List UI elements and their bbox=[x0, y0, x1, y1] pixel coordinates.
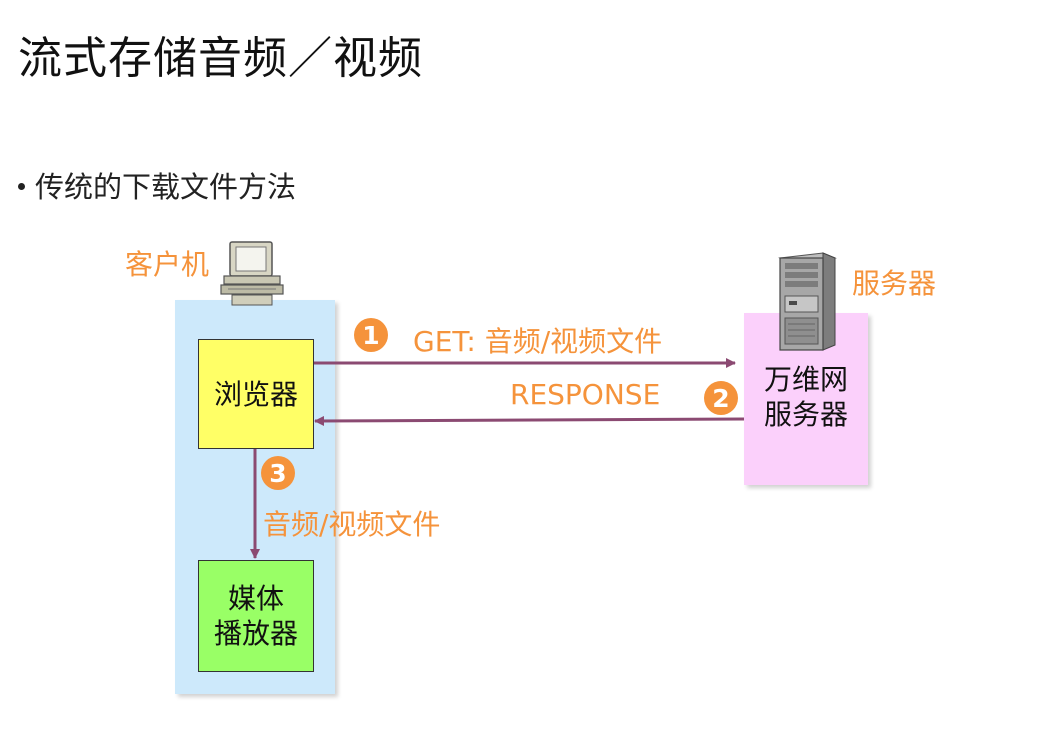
server-tower-icon bbox=[778, 252, 837, 351]
response-arrow bbox=[314, 415, 745, 426]
bullet-text: 传统的下载文件方法 bbox=[35, 170, 297, 204]
step-2-badge: 2 bbox=[704, 381, 738, 415]
client-label: 客户机 bbox=[125, 248, 210, 281]
media-player-label-line1: 媒体 bbox=[227, 582, 284, 615]
step-2-label: RESPONSE bbox=[510, 378, 661, 411]
computer-icon bbox=[220, 241, 284, 306]
browser-label: 浏览器 bbox=[213, 377, 298, 411]
step-3-badge: 3 bbox=[261, 456, 295, 490]
step-1-label: GET: 音频/视频文件 bbox=[413, 325, 663, 358]
bullet-item: 传统的下载文件方法 bbox=[18, 164, 296, 206]
page-title: 流式存储音频／视频 bbox=[18, 33, 423, 84]
step-1-badge: 1 bbox=[354, 318, 388, 352]
browser-box: 浏览器 bbox=[198, 339, 314, 449]
step-3-label: 音频/视频文件 bbox=[263, 508, 441, 541]
media-player-label-line2: 播放器 bbox=[213, 617, 298, 650]
web-server-label-line2: 服务器 bbox=[763, 398, 848, 431]
bullet-dot bbox=[18, 182, 25, 190]
server-label: 服务器 bbox=[852, 267, 937, 300]
web-server-label-line1: 万维网 bbox=[763, 363, 848, 396]
web-server-box-label: 万维网 服务器 bbox=[744, 362, 868, 432]
media-player-box: 媒体 播放器 bbox=[198, 560, 314, 672]
